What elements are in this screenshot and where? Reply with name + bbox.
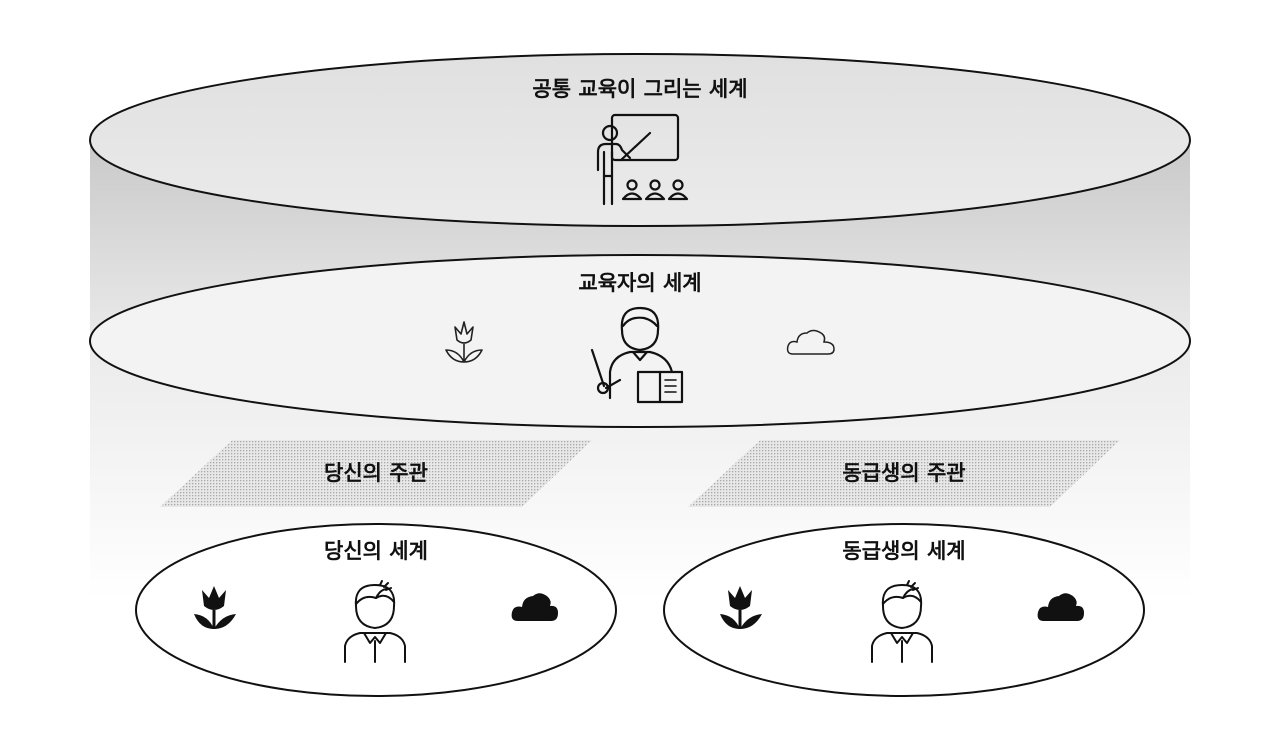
- tulip-icon: [194, 586, 236, 629]
- student-icon: [871, 580, 933, 663]
- educator-world-title: 교육자의 세계: [578, 271, 701, 295]
- common-world-title: 공통 교육이 그리는 세계: [532, 77, 747, 101]
- teacher-at-board-icon: [596, 113, 689, 206]
- peer-world: 동급생의 세계: [663, 523, 1145, 697]
- cloud-icon: [511, 593, 558, 621]
- your-subjectivity-label: 당신의 주관: [324, 461, 428, 485]
- educator-world: 교육자의 세계: [89, 254, 1191, 428]
- student-icon: [344, 580, 406, 663]
- tulip-icon: [720, 586, 762, 629]
- cloud-icon: [786, 329, 835, 355]
- your-world: 당신의 세계: [135, 523, 617, 697]
- cloud-icon: [1037, 593, 1084, 621]
- teacher-with-book-icon: [590, 306, 684, 404]
- peer-subjectivity: 동급생의 주관: [688, 440, 1120, 507]
- peer-world-title: 동급생의 세계: [842, 539, 965, 563]
- common-world: 공통 교육이 그리는 세계: [89, 53, 1191, 227]
- your-world-title: 당신의 세계: [324, 539, 428, 563]
- peer-subjectivity-label: 동급생의 주관: [842, 461, 965, 485]
- your-subjectivity: 당신의 주관: [160, 440, 592, 507]
- tulip-icon: [445, 321, 483, 363]
